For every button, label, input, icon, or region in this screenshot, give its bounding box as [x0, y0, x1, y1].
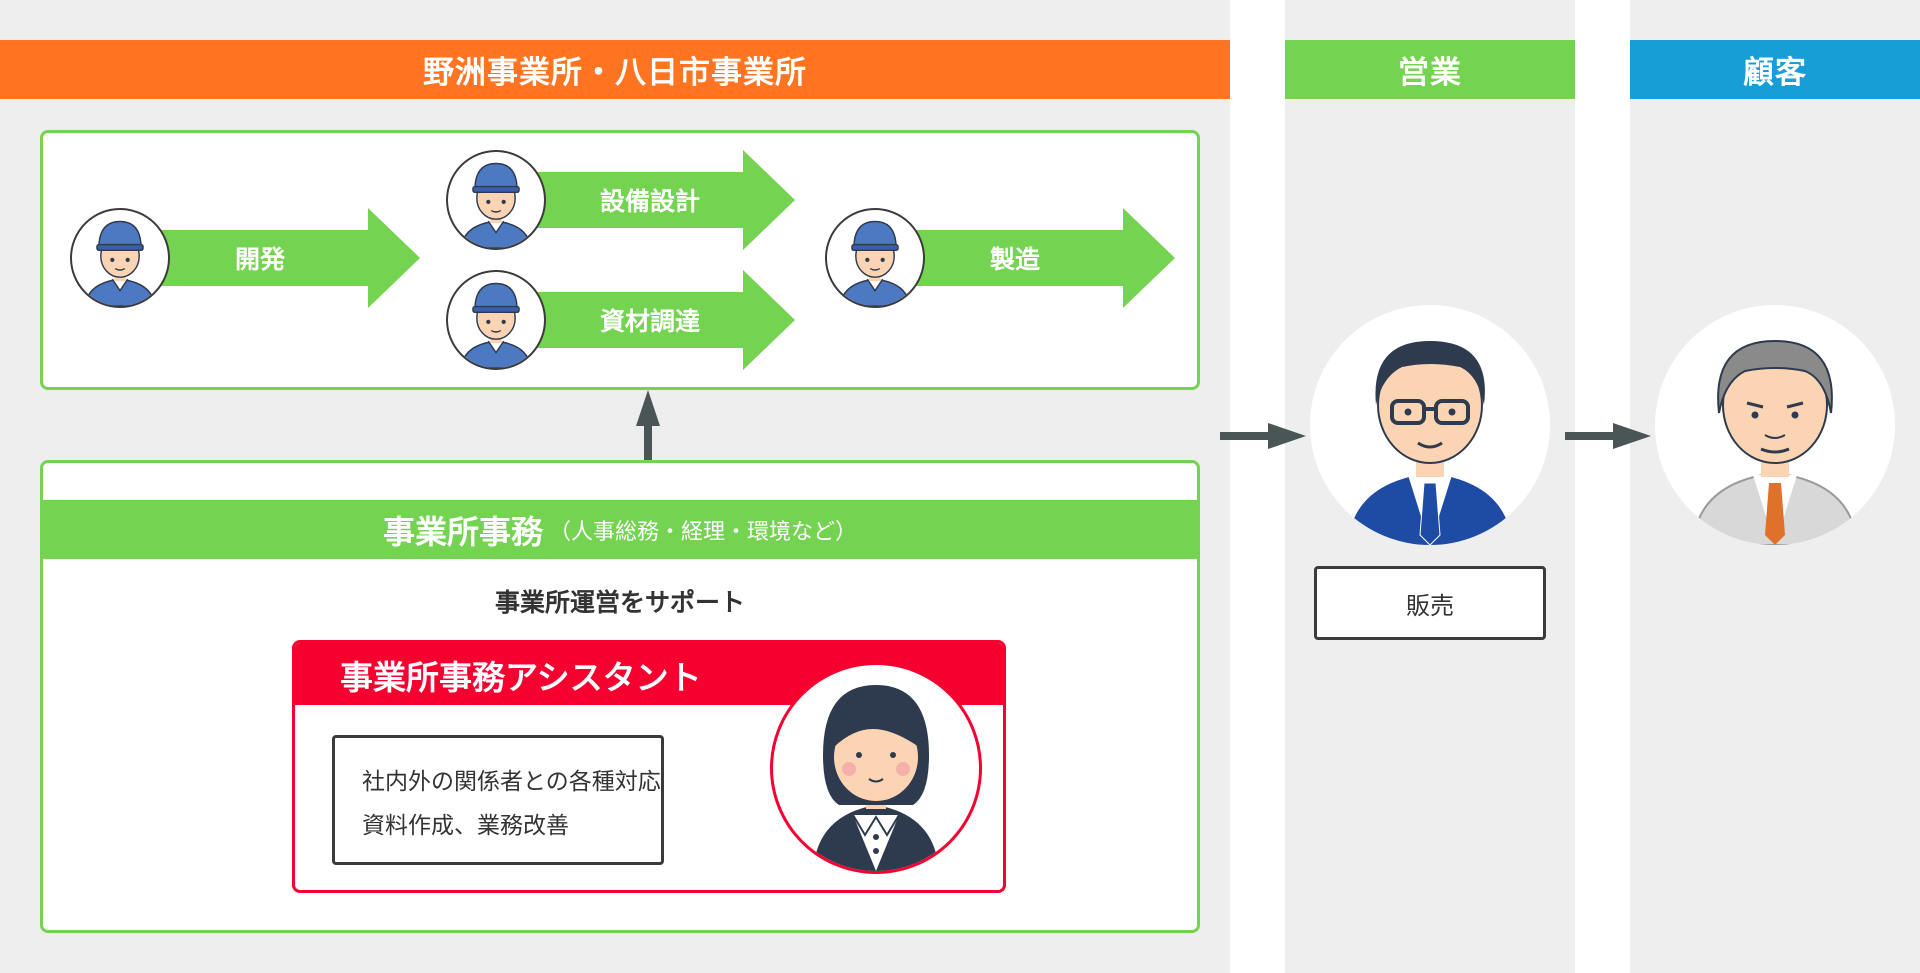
- manufacturing-label: 製造: [989, 245, 1040, 274]
- worker-icon: [825, 208, 925, 308]
- duties-box: 社内外の関係者との各種対応 資料作成、業務改善: [332, 735, 664, 865]
- sales-action-label: 販売: [1406, 591, 1454, 620]
- sales-header: 営業: [1285, 40, 1575, 99]
- arrow-up-icon: [636, 390, 660, 462]
- customer-header: 顧客: [1630, 40, 1920, 99]
- development-label: 開発: [234, 245, 285, 274]
- assistant-icon: [770, 662, 982, 874]
- arrow-right-icon: [1565, 423, 1651, 449]
- sales-action-box: 販売: [1314, 566, 1546, 640]
- procurement-arrow-icon: [525, 270, 795, 370]
- equipment-design-label: 設備設計: [599, 187, 700, 216]
- worker-icon: [446, 150, 546, 250]
- assistant-title: 事業所事務アシスタント: [340, 658, 702, 697]
- office-subtitle: （人事総務・経理・環境など）: [549, 519, 858, 545]
- worker-icon: [70, 208, 170, 308]
- salesperson-icon: [1310, 305, 1550, 545]
- duty-item: 社内外の関係者との各種対応: [362, 769, 661, 795]
- office-title: 事業所事務: [382, 512, 543, 551]
- development-arrow-icon: [150, 208, 420, 308]
- office-header: 事業所事務 （人事総務・経理・環境など）: [43, 500, 1197, 559]
- office-support-text: 事業所運営をサポート: [494, 588, 745, 617]
- customer-icon: [1655, 305, 1895, 545]
- procurement-label: 資材調達: [599, 307, 700, 336]
- duty-item: 資料作成、業務改善: [362, 813, 569, 839]
- arrow-right-icon: [1220, 423, 1306, 449]
- site-header: 野洲事業所・八日市事業所: [0, 40, 1230, 99]
- manufacturing-arrow-icon: [905, 208, 1175, 308]
- worker-icon: [446, 270, 546, 370]
- equipment-design-arrow-icon: [525, 150, 795, 250]
